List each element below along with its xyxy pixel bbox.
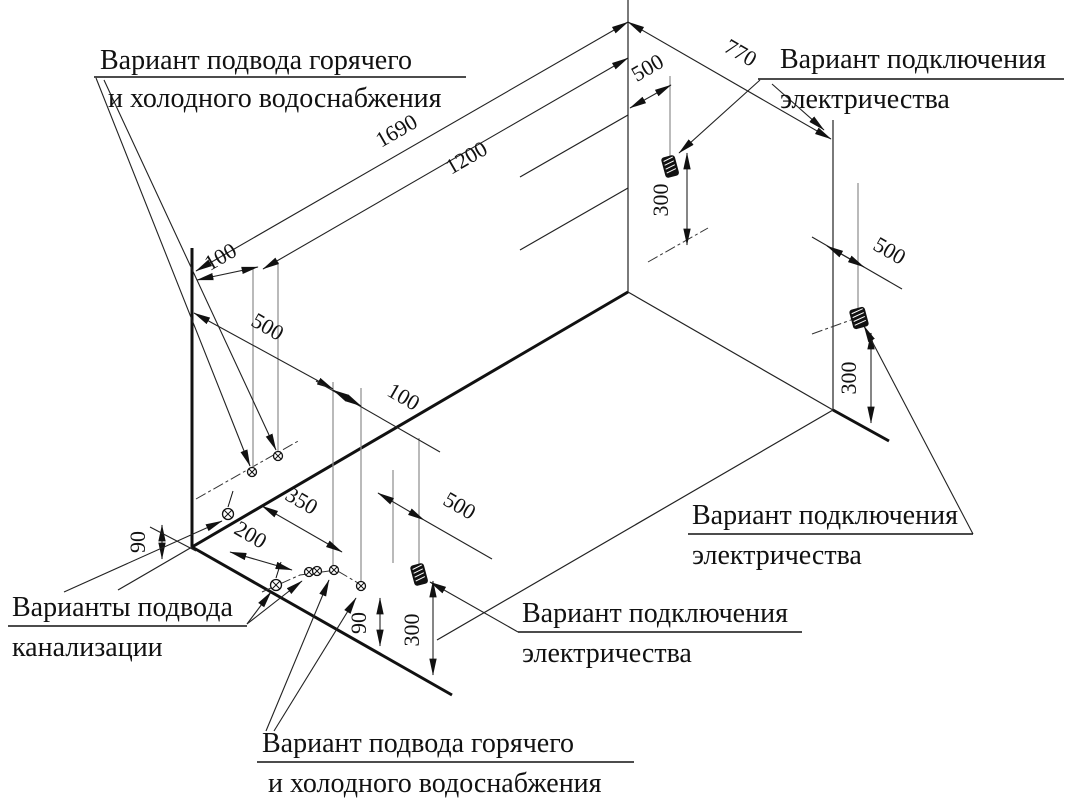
label-water-supply-bottom-line1: Вариант подвода горячего [262,728,574,759]
leader-watersupply-floor-2 [273,597,357,732]
label-electric-mid-right-line2: электричества [692,540,862,571]
water-supply-point-floor-1 [328,564,340,576]
dim-500-top: 500 [627,48,668,86]
label-electric-bottom-line2: электричества [522,638,692,669]
leader-electric-top [678,79,761,154]
dim-1200-line [262,57,629,270]
dim-1200: 1200 [441,136,492,180]
leader-electric-top-2 [771,83,825,131]
dim-500-bottom-line [377,492,425,521]
dim-100-bottom: 100 [383,377,424,415]
label-electric-top-right: Вариант подключения электричества [758,44,1064,115]
label-water-supply-bottom: Вариант подвода горячего и холодного вод… [257,728,634,799]
leader-watersupply-wall-1 [95,77,251,467]
electrical-outlet-top-icon [661,155,679,178]
label-water-supply-bottom-line2: и холодного водоснабжения [268,768,602,799]
water-supply-point-wall-2 [272,450,284,462]
label-water-supply-top-line2: и холодного водоснабжения [108,83,442,114]
dim-350: 350 [281,481,322,519]
leader-sewage-1 [63,520,223,593]
electrical-outlet-bottom-icon [410,563,428,586]
label-electric-bottom-line1: Вариант подключения [522,598,788,629]
dim-500-right-line [826,245,865,268]
dim-200-line [229,551,293,571]
leader-electric-right [863,325,974,535]
dim-500-bottom: 500 [439,486,480,524]
leader-sewage-2 [246,591,272,625]
dim-500-right: 500 [869,231,910,269]
dim-350-line [261,505,343,553]
leader-watersupply-wall-2 [103,79,277,451]
label-electric-bottom: Вариант подключения электричества [518,598,802,669]
annotation-labels: Вариант подвода горячего и холодного вод… [8,44,1064,799]
label-water-supply-top-line1: Вариант подвода горячего [100,45,412,76]
leader-sewage-3 [246,580,303,625]
dim-300-right: 300 [836,362,861,395]
sewage-point-floor-3 [311,565,323,577]
label-sewage-line1: Варианты подвода [12,592,233,623]
label-electric-mid-right-line1: Вариант подключения [692,500,958,531]
label-electric-top-right-line1: Вариант подключения [780,44,1046,75]
dim-500-top-line [629,84,672,109]
sewage-point-floor-1 [269,561,283,592]
leader-watersupply-floor-1 [265,579,330,732]
dim-770-line [627,21,832,140]
water-supply-point-floor-2 [355,580,367,592]
electrical-outlet-right-icon [849,306,869,330]
dim-300-top: 300 [648,184,673,217]
label-sewage-line2: канализации [12,632,163,663]
leader-lines [63,77,974,732]
water-supply-point-wall-1 [246,466,258,478]
dim-90-bottom: 90 [346,612,371,634]
label-electric-top-right-line2: электричества [780,84,950,115]
dim-100-bottom-line [332,389,362,407]
dimension-lines [149,21,903,676]
dim-500-left-line [193,312,334,390]
centerlines [195,227,863,593]
label-water-supply-top: Вариант подвода горячего и холодного вод… [94,45,466,114]
dim-90-left: 90 [125,531,150,553]
label-sewage: Варианты подвода канализации [8,592,247,663]
dim-100-topleft-line [196,266,259,281]
dim-500-bottom-tail [423,519,493,560]
label-electric-mid-right: Вариант подключения электричества [688,500,973,571]
leader-electric-bottom [429,581,519,633]
dim-300-bottom: 300 [399,614,424,647]
dim-100-topleft: 100 [200,237,241,275]
sewage-point-wall [221,490,235,521]
dim-770: 770 [720,33,761,71]
connection-symbols [221,155,869,592]
